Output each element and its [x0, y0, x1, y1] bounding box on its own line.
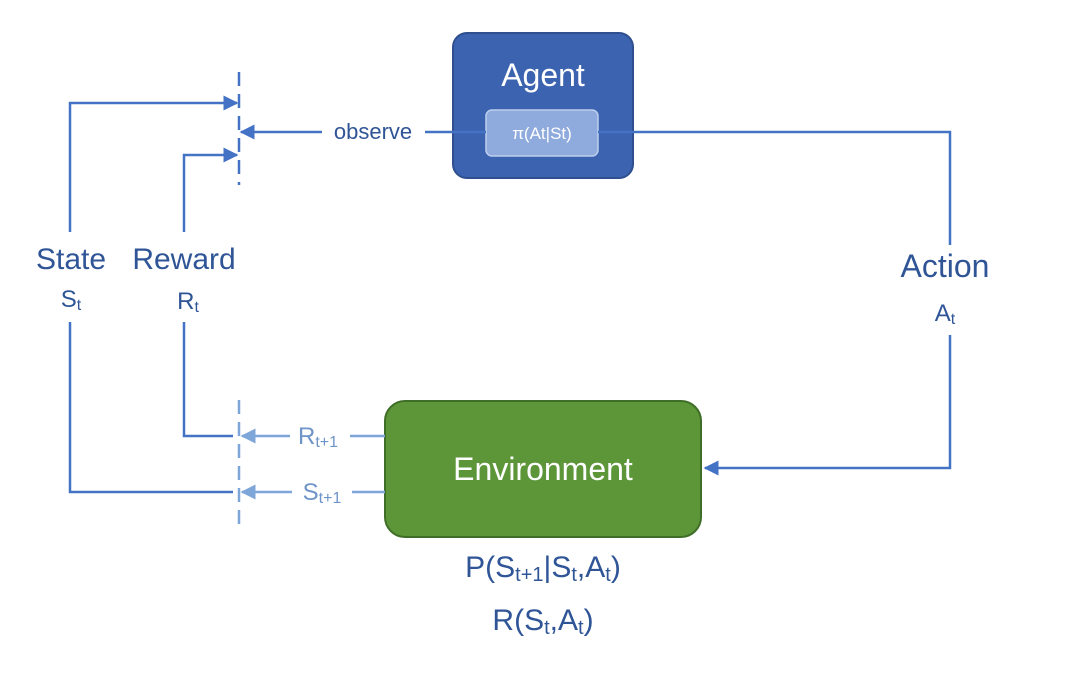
action-label: Action	[901, 248, 990, 284]
agent-node: Agent π(At|St)	[452, 32, 634, 179]
state-symbol: St	[61, 286, 82, 314]
state-label: State	[36, 243, 106, 276]
reward-function: R(St,At)	[492, 604, 593, 639]
reward-line-bottom	[182, 322, 233, 438]
next-state-label: St+1	[303, 479, 342, 507]
observe-label: observe	[334, 119, 412, 144]
next-reward-label: Rt+1	[298, 423, 338, 451]
reward-symbol: Rt	[177, 288, 199, 316]
action-line-top	[598, 130, 952, 245]
state-line-bottom	[68, 322, 233, 494]
reward-arrow	[182, 147, 239, 232]
environment-node: Environment	[384, 400, 702, 538]
action-symbol: At	[935, 300, 956, 328]
environment-title: Environment	[453, 451, 633, 487]
action-arrow	[703, 335, 952, 476]
state-arrow	[68, 95, 239, 232]
agent-title: Agent	[501, 57, 585, 93]
transition-probability: P(St+1|St,At)	[465, 551, 621, 586]
reward-label: Reward	[132, 243, 235, 276]
policy-label: π(At|St)	[512, 124, 572, 143]
